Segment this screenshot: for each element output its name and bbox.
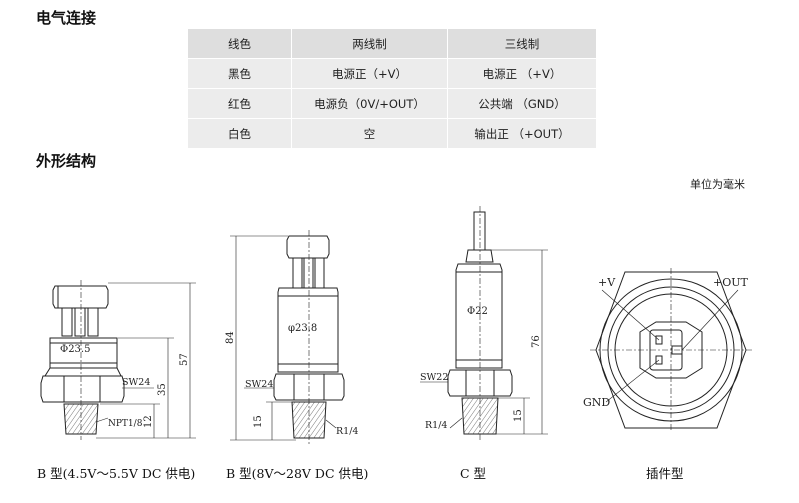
table-cell: 空 [291,118,448,149]
c-total-height: 76 [531,335,542,348]
table-cell: 公共端 （GND） [447,88,597,119]
table-header-row: 线色 两线制 三线制 [187,28,597,59]
table-row: 黑色 电源正（+V） 电源正 （+V） [187,58,597,89]
table-cell: 电源负（0V/+OUT） [291,88,448,119]
plug-pin-v-label: +V [598,276,616,289]
c-diameter-label: Φ22 [467,306,488,317]
b-high-total-height: 84 [225,331,236,344]
plug-pin-gnd-label: GND [583,396,610,409]
b-low-body-height: 35 [157,383,168,396]
table-cell: 黑色 [187,58,292,89]
b-low-hex-label: SW24 [122,377,150,388]
b-high-thread-label: R1/4 [336,426,358,437]
plug-pin-out-label: +OUT [713,276,749,289]
drawing-b-high-voltage [230,230,345,444]
b-high-diameter-label: φ23.8 [288,323,317,334]
c-thread-height: 15 [513,409,524,422]
b-low-total-height: 57 [179,353,190,366]
table-cell: 白色 [187,118,292,149]
electrical-connection-heading: 电气连接 [36,9,97,27]
wiring-table: 线色 两线制 三线制 黑色 电源正（+V） 电源正 （+V） 红色 电源负（0V… [187,28,597,149]
caption-b-low-voltage: B 型(4.5V～5.5V DC 供电) [37,466,196,481]
b-low-thread-height: 12 [143,415,154,428]
caption-b-high-voltage: B 型(8V～28V DC 供电) [226,466,369,481]
header-wire-color: 线色 [187,28,292,59]
header-three-wire: 三线制 [447,28,597,59]
drawing-plug-type [590,268,752,432]
c-thread-label: R1/4 [425,420,447,431]
table-cell: 输出正 （+OUT） [447,118,597,149]
caption-c-type: C 型 [460,466,487,481]
b-low-thread-label: NPT1/8 [108,419,143,429]
table-row: 白色 空 输出正 （+OUT） [187,118,597,149]
table-cell: 电源正（+V） [291,58,448,89]
caption-plug-type: 插件型 [646,466,684,481]
b-low-diameter-label: Φ23.5 [60,344,90,355]
outline-structure-heading: 外形结构 [36,152,97,170]
drawing-c-type [420,206,548,440]
drawing-b-low-voltage [40,280,196,440]
table-cell: 电源正 （+V） [447,58,597,89]
b-high-thread-height: 15 [253,415,264,428]
table-row: 红色 电源负（0V/+OUT） 公共端 （GND） [187,88,597,119]
c-hex-label: SW22 [420,372,448,383]
b-high-hex-label: SW24 [245,379,273,390]
table-cell: 红色 [187,88,292,119]
unit-note: 单位为毫米 [690,178,745,191]
